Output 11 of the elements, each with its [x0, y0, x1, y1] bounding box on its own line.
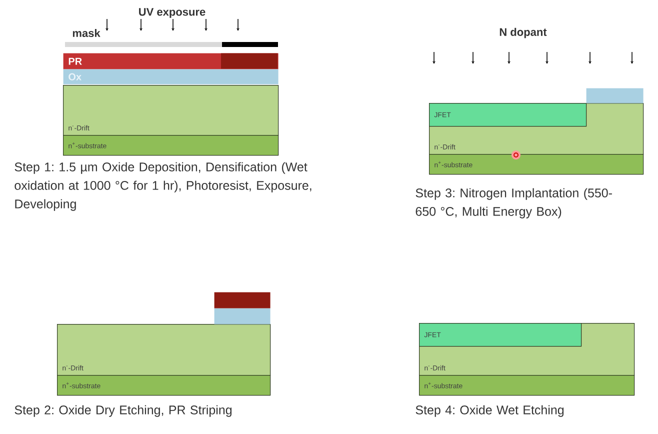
dopant-label: N dopant	[500, 28, 547, 38]
photoresist-layer: PR	[63, 53, 278, 70]
title-label: UV exposure	[139, 8, 206, 18]
photoresist-layer	[214, 292, 270, 308]
oxide-layer: Ox	[63, 69, 278, 84]
oxide-layer	[586, 88, 644, 104]
oxide-layer	[214, 308, 270, 324]
step-caption: Step 3: Nitrogen Implantation (550-650 °C, Multi Energy Box)	[416, 188, 612, 218]
step-caption: Step 2: Oxide Dry Etching, PR Striping	[14, 405, 232, 417]
mask-label: mask	[72, 28, 100, 38]
step-caption: Step 1: 1.5 µm Oxide Deposition, Densification (Wet oxidation at 1000 °C for 1 hr), Photoresist, Exposure, Developing	[14, 162, 312, 211]
